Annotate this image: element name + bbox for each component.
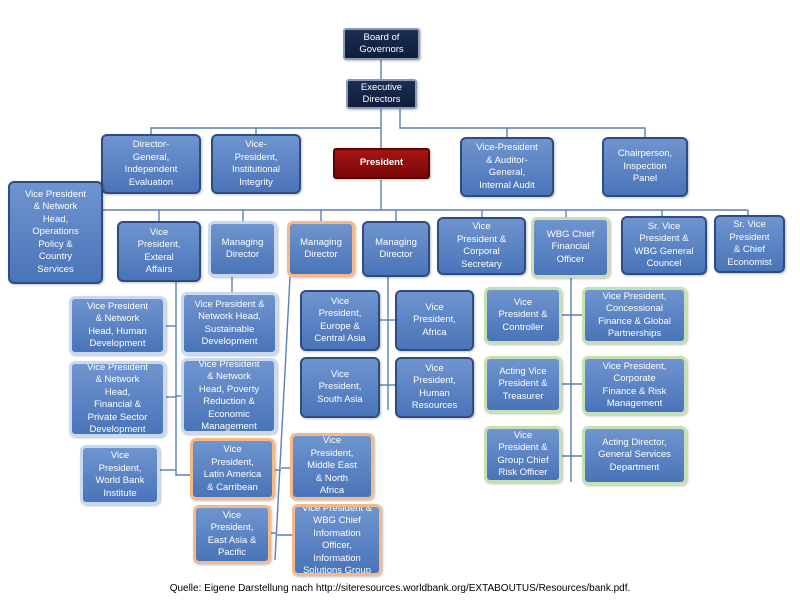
source-caption: Quelle: Eigene Darstellung nach http://s…	[169, 583, 631, 594]
vp-world-bank-institute-box: Vice President, World Bank Institute	[80, 445, 160, 505]
svp-chief-economist-box: Sr. Vice President & Chief Economist	[714, 215, 785, 273]
vp-corporate-finance-box: Vice President, Corporate Finance & Risk…	[582, 356, 687, 415]
executive-directors-box: Executive Directors	[346, 79, 417, 109]
vp-south-asia-box: Vice President, South Asia	[300, 357, 380, 418]
managing-director-1-box: Managing Director	[208, 221, 277, 277]
vp-sustainable-development-box: Vice President & Network Head, Sustainab…	[181, 292, 278, 355]
vp-controller-box: Vice President & Controller	[484, 287, 562, 344]
vp-human-development-box: Vice President & Network Head, Human Dev…	[69, 296, 166, 355]
vp-poverty-reduction-box: Vice President & Network Head, Poverty R…	[181, 358, 277, 434]
director-general-evaluation-box: Director- General, Independent Evaluatio…	[101, 134, 201, 194]
vp-concessional-finance-box: Vice President, Concessional Finance & G…	[582, 287, 687, 344]
acting-vp-treasurer-box: Acting Vice President & Treasurer	[484, 356, 562, 413]
svp-general-counsel-box: Sr. Vice President & WBG General Councel	[621, 216, 707, 275]
acting-director-general-services-box: Acting Director, General Services Depart…	[582, 426, 687, 485]
vp-east-asia-pacific-box: Vice President, East Asia & Pacific	[193, 505, 271, 564]
vp-chief-information-officer-box: Vice President & WBG Chief Information O…	[292, 504, 382, 576]
managing-director-3-box: Managing Director	[362, 221, 430, 277]
wbg-chief-financial-officer-box: WBG Chief Financial Officer	[531, 217, 610, 278]
chairperson-inspection-panel-box: Chairperson, Inspection Panel	[602, 137, 688, 197]
vp-human-resources-box: Vice President, Human Resources	[395, 357, 474, 418]
vp-middle-east-north-africa-box: Vice President, Middle East & North Afri…	[290, 433, 374, 500]
vp-africa-box: Vice President, Africa	[395, 290, 474, 351]
vp-latin-america-box: Vice President, Latin America & Carribea…	[190, 438, 275, 500]
vp-financial-private-sector-box: Vice President & Network Head, Financial…	[69, 361, 166, 437]
vp-corporal-secretary-box: Vice President & Corporal Secretary	[437, 217, 526, 275]
president-box: President	[333, 148, 430, 179]
vp-institutional-integrity-box: Vice- President, Institutional Integrity	[211, 134, 301, 194]
managing-director-2-box: Managing Director	[287, 221, 355, 277]
board-of-governors-box: Board of Governors	[343, 28, 420, 60]
vp-operations-policy-box: Vice President & Network Head, Operation…	[8, 181, 103, 284]
vp-europe-central-asia-box: Vice President, Europe & Central Asia	[300, 290, 380, 351]
vp-auditor-general-box: Vice-President & Auditor- General, Inter…	[460, 137, 554, 197]
vp-group-chief-risk-officer-box: Vice President & Group Chief Risk Office…	[484, 426, 562, 483]
vp-external-affairs-box: Vice President, Exteral Affairs	[117, 221, 201, 282]
